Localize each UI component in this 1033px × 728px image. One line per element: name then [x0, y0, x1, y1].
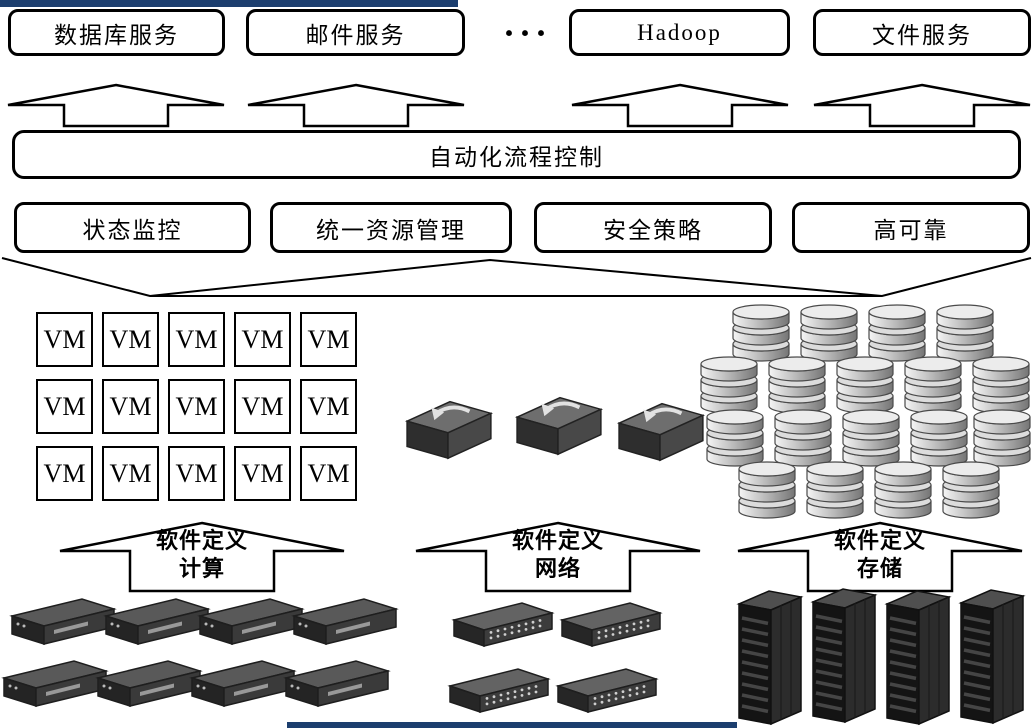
disk-stack-icon: [872, 453, 934, 519]
vm-box: VM: [168, 312, 225, 367]
vm-box: VM: [102, 446, 159, 501]
disk-stack-icon: [804, 453, 866, 519]
network-switch-icon: [450, 596, 556, 654]
vm-box: VM: [300, 312, 357, 367]
rack-server-icon: [282, 656, 392, 714]
top-blue-bar: [0, 0, 458, 7]
vm-box: VM: [36, 446, 93, 501]
up-arrow-icon: [569, 83, 791, 128]
vm-box: VM: [300, 446, 357, 501]
disk-stack-icon: [736, 453, 798, 519]
label-line2: 存储: [856, 556, 903, 581]
vm-box: VM: [102, 379, 159, 434]
tower-server-icon: [956, 585, 1028, 727]
virtual-switch-icon: [508, 384, 608, 462]
up-arrow-icon: [5, 83, 227, 128]
switch-cluster: [446, 594, 676, 726]
storage-rack-cluster: [732, 584, 1032, 728]
vm-grid: VM VM VM VM VM VM VM VM VM VM VM VM VM V…: [36, 312, 357, 501]
vm-box: VM: [234, 312, 291, 367]
bottom-blue-bar: [287, 722, 737, 728]
label-software-defined-network: 软件定义 网络: [413, 527, 703, 583]
label-software-defined-storage: 软件定义 存储: [735, 527, 1025, 583]
service-box-hadoop: Hadoop: [569, 9, 790, 56]
services-ellipsis: ···: [502, 12, 552, 53]
sdn-network-devices: [398, 382, 710, 470]
vm-box: VM: [168, 446, 225, 501]
service-box-database: 数据库服务: [8, 9, 225, 56]
management-box-high-availability: 高可靠: [792, 202, 1030, 253]
vm-box: VM: [234, 379, 291, 434]
label-line1: 软件定义: [833, 528, 926, 553]
label-line2: 网络: [534, 556, 581, 581]
tower-server-icon: [734, 586, 806, 728]
label-line2: 计算: [178, 556, 225, 581]
vm-box: VM: [234, 446, 291, 501]
connector-lines: [1, 257, 1032, 298]
server-cluster: [0, 588, 410, 728]
vm-box: VM: [36, 379, 93, 434]
vm-box: VM: [300, 379, 357, 434]
label-software-defined-compute: 软件定义 计算: [57, 527, 347, 583]
network-switch-icon: [446, 662, 552, 720]
disk-stack-icon: [940, 453, 1002, 519]
vm-box: VM: [36, 312, 93, 367]
network-switch-icon: [554, 662, 660, 720]
label-line1: 软件定义: [511, 528, 604, 553]
automation-control-bar: 自动化流程控制: [12, 130, 1021, 179]
management-box-security-policy: 安全策略: [534, 202, 772, 253]
tower-server-icon: [882, 586, 954, 728]
service-box-file: 文件服务: [813, 9, 1031, 56]
vm-box: VM: [168, 379, 225, 434]
network-switch-icon: [558, 596, 664, 654]
up-arrow-icon: [245, 83, 467, 128]
service-box-mail: 邮件服务: [246, 9, 465, 56]
management-box-status-monitoring: 状态监控: [14, 202, 251, 253]
management-box-unified-resource: 统一资源管理: [270, 202, 512, 253]
disk-array: [690, 296, 1033, 520]
vm-box: VM: [102, 312, 159, 367]
virtual-switch-icon: [398, 388, 498, 466]
tower-server-icon: [808, 584, 880, 726]
rack-server-icon: [290, 594, 400, 652]
label-line1: 软件定义: [155, 528, 248, 553]
up-arrow-icon: [811, 83, 1033, 128]
